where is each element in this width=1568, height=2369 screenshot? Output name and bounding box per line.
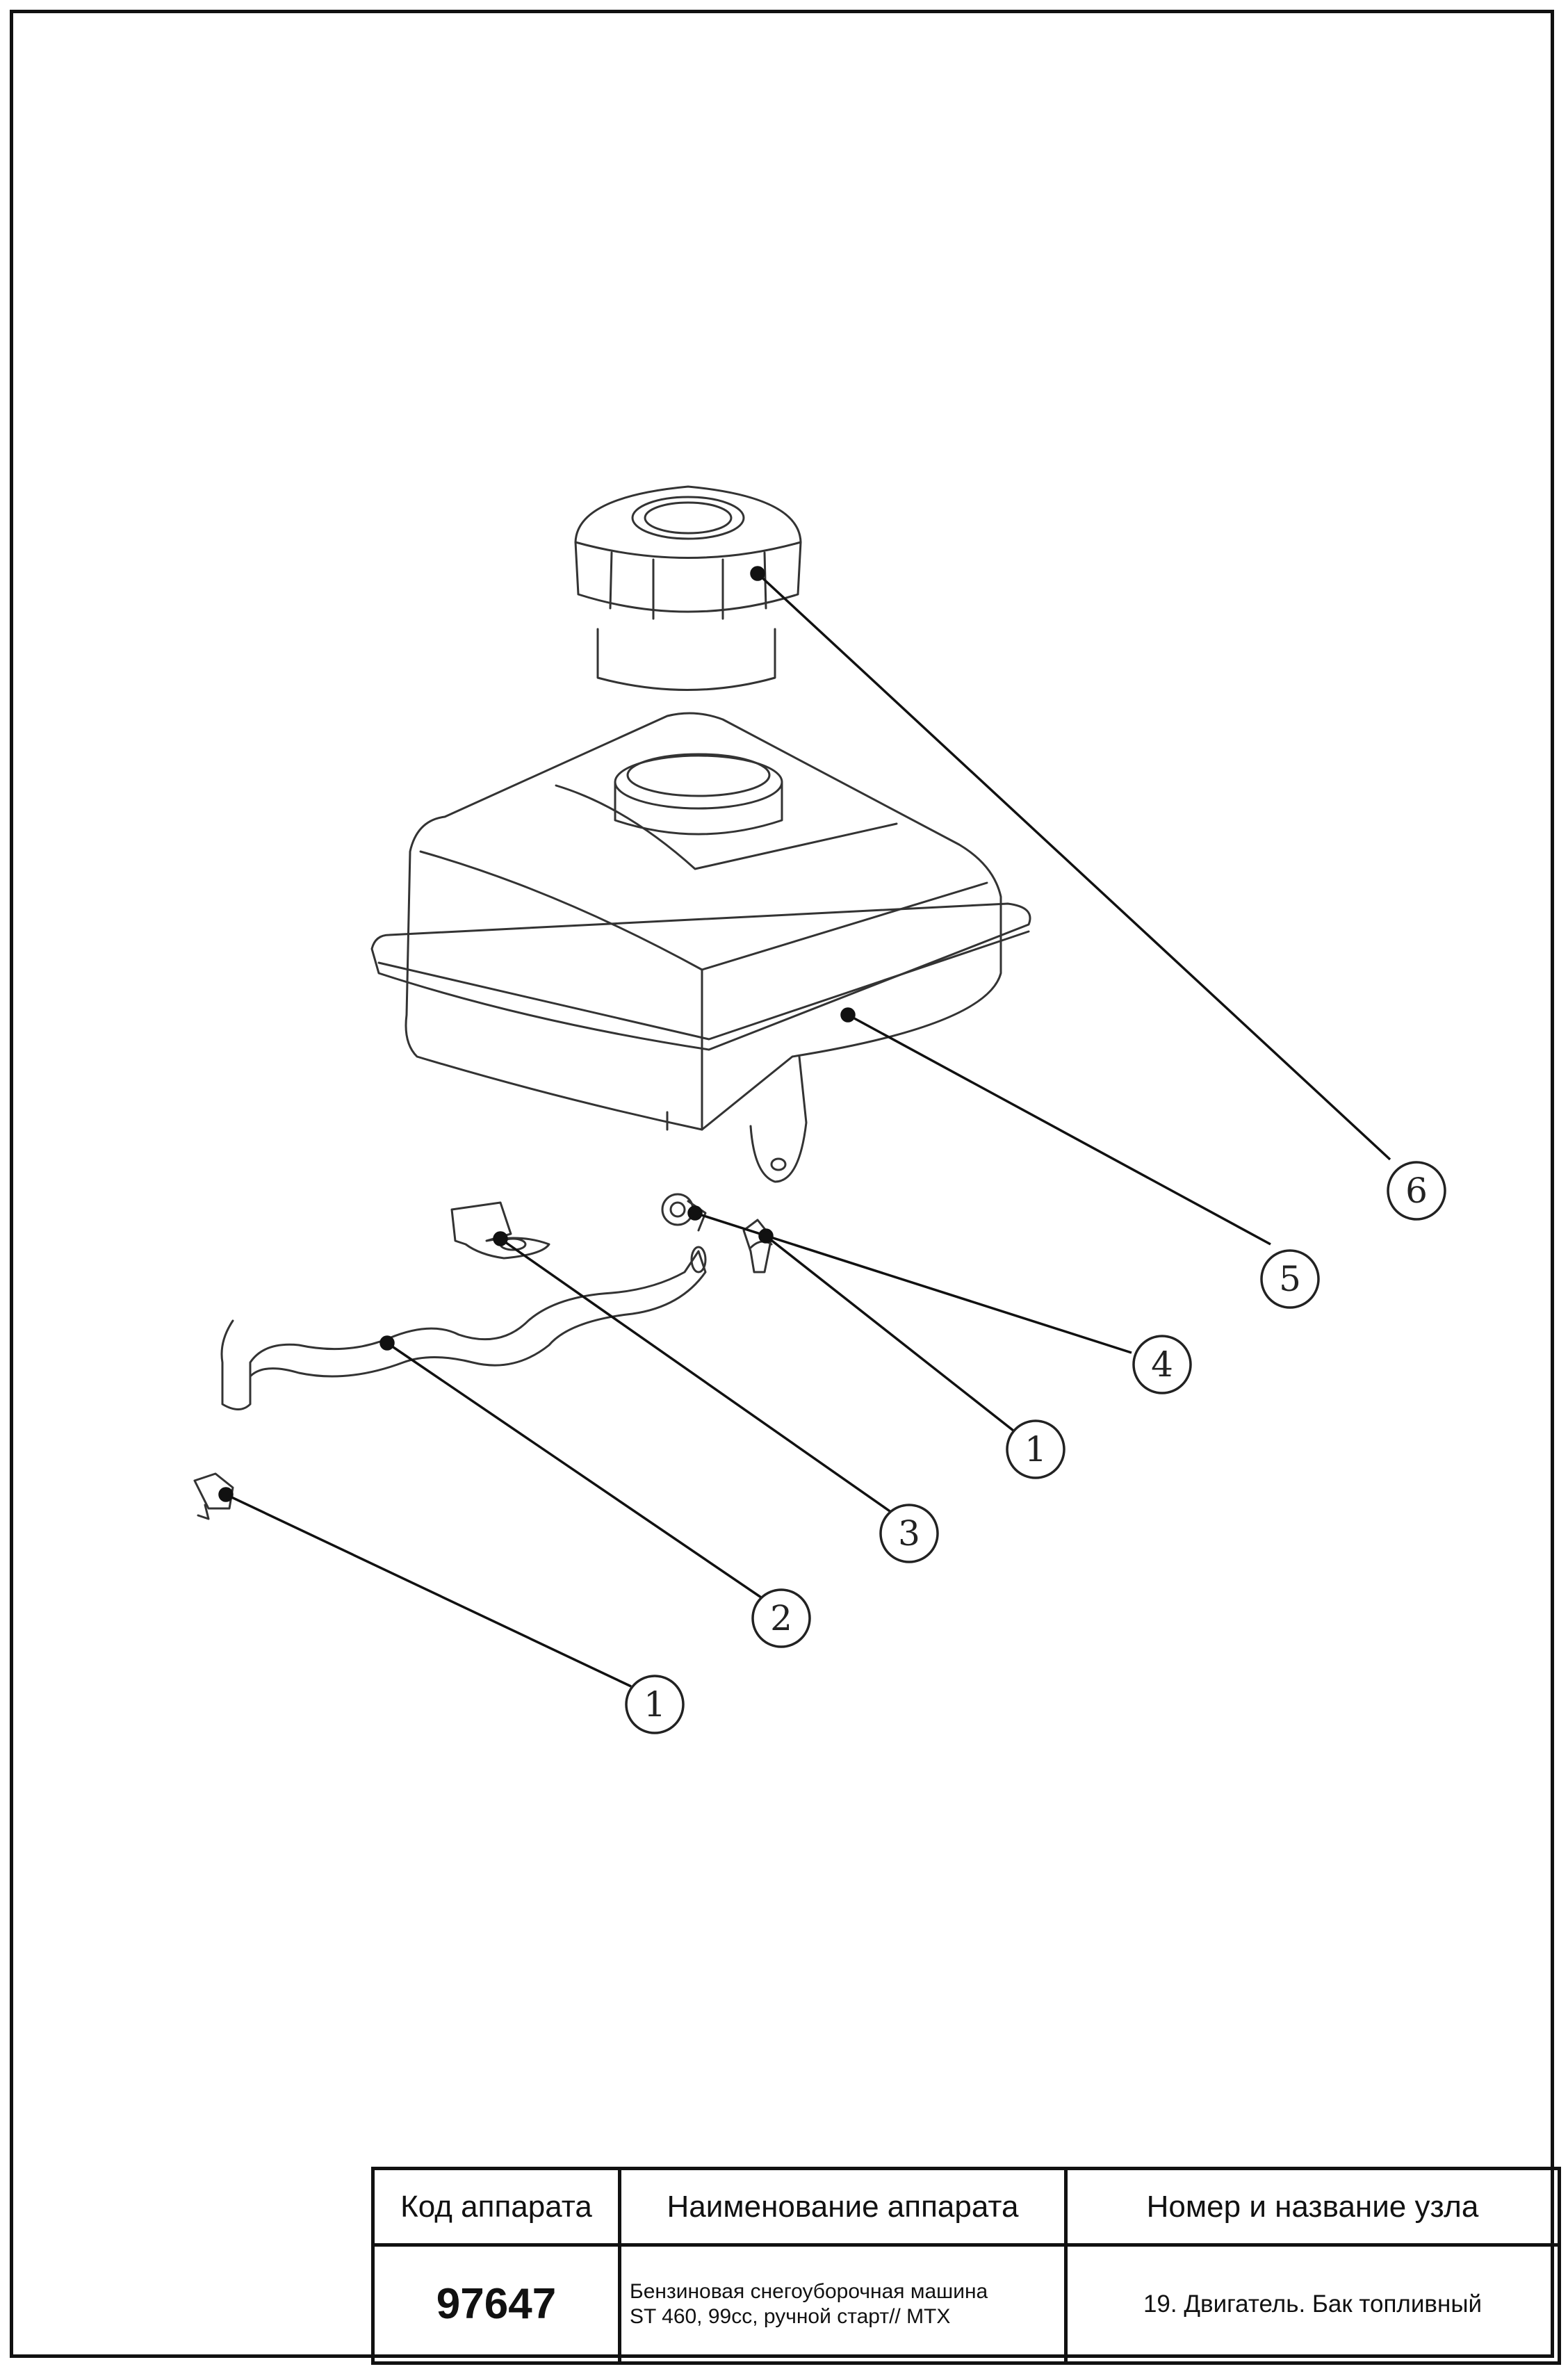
hose-bracket <box>450 1201 550 1260</box>
leader-line-1-upper <box>765 1235 1015 1432</box>
callout-balloon-1-lower <box>625 1675 685 1734</box>
hose-clamp-upper <box>742 1219 773 1273</box>
fuel-hose <box>220 1246 707 1410</box>
exploded-view-drawing: 6 5 4 1 3 2 1 <box>193 485 1446 1734</box>
node-name-value: 19. Двигатель. Бак топливный <box>1064 2243 1561 2365</box>
callout-balloon-2 <box>751 1588 811 1648</box>
header-device-code: Код аппарата <box>371 2167 621 2247</box>
fuel-cap <box>574 485 802 691</box>
callout-label-6: 6 <box>1405 1171 1428 1211</box>
callout-balloon-5 <box>1260 1249 1320 1309</box>
header-device-name: Наименование аппарата <box>618 2167 1068 2247</box>
leader-line-2 <box>386 1342 764 1600</box>
fuel-tank <box>370 712 1031 1183</box>
leader-dot-1-upper <box>758 1228 774 1244</box>
leader-line-3 <box>499 1237 895 1515</box>
callout-balloon-3 <box>879 1504 939 1563</box>
leader-line-6 <box>756 572 1391 1161</box>
device-name-line-1: Бензиновая снегоуборочная машина <box>630 2279 988 2303</box>
leader-dot-3 <box>493 1231 508 1246</box>
leader-line-1-lower <box>225 1493 632 1688</box>
callout-balloon-1-upper <box>1006 1419 1065 1479</box>
title-block: Код аппарата Наименование аппарата Номер… <box>371 2167 1561 2365</box>
leader-dot-4 <box>687 1205 703 1221</box>
hose-clamp-lower <box>193 1472 234 1520</box>
callout-label-3: 3 <box>898 1513 920 1554</box>
callout-label-5: 5 <box>1279 1259 1301 1299</box>
callout-label-1-upper: 1 <box>1024 1429 1047 1470</box>
device-code-value: 97647 <box>371 2243 621 2365</box>
leader-dot-5 <box>840 1007 856 1023</box>
leader-dot-2 <box>379 1335 395 1351</box>
leader-line-5 <box>847 1013 1271 1246</box>
callout-balloon-6 <box>1387 1161 1446 1221</box>
leader-dot-6 <box>750 566 765 581</box>
callout-balloon-4 <box>1132 1335 1192 1394</box>
callout-label-2: 2 <box>770 1598 792 1638</box>
leader-dot-1-lower <box>218 1487 234 1502</box>
device-name-line-2: ST 460, 99сс, ручной старт// MTX <box>630 2304 951 2328</box>
header-node-name: Номер и название узла <box>1064 2167 1561 2247</box>
callout-label-1-lower: 1 <box>644 1684 666 1725</box>
callout-label-4: 4 <box>1151 1344 1173 1385</box>
device-name-value: Бензиновая снегоуборочная машина ST 460,… <box>618 2243 1068 2365</box>
